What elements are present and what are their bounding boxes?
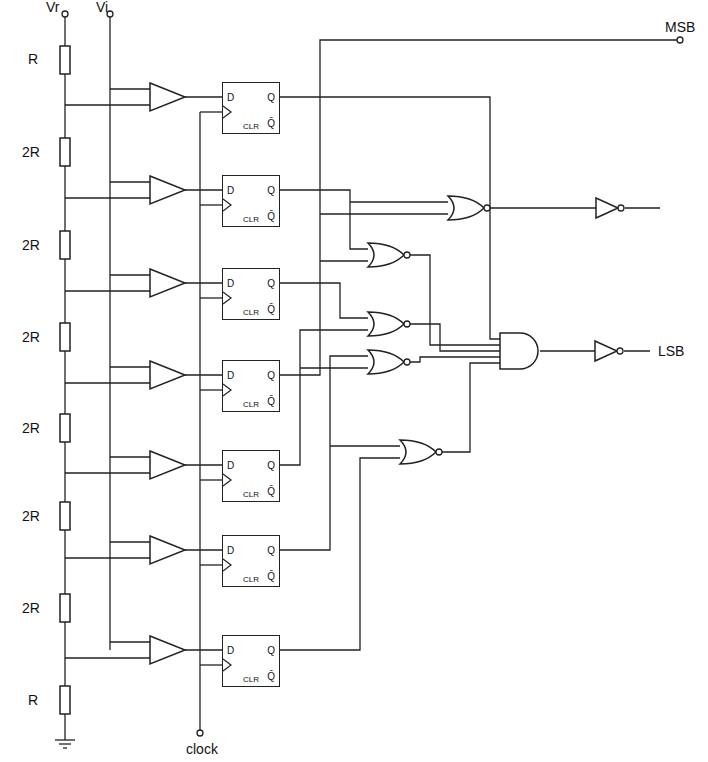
resistor-label: 2R bbox=[22, 330, 40, 344]
d-pin-label: D bbox=[227, 461, 234, 471]
qbar-pin-label: Q̄ bbox=[267, 487, 275, 497]
resistor-label: R bbox=[28, 52, 38, 66]
q-pin-label: Q bbox=[267, 371, 275, 381]
qbar-pin-label: Q̄ bbox=[267, 212, 275, 222]
clr-pin-label: CLR bbox=[243, 676, 259, 684]
resistor-label: 2R bbox=[22, 509, 40, 523]
clock-input-marker bbox=[223, 198, 233, 212]
q-pin-label: Q bbox=[267, 93, 275, 103]
q-pin-label: Q bbox=[267, 646, 275, 656]
signal-label: clock bbox=[186, 742, 218, 756]
resistor-label: 2R bbox=[22, 145, 40, 159]
d-pin-label: D bbox=[227, 371, 234, 381]
clr-pin-label: CLR bbox=[243, 401, 259, 409]
q-pin-label: Q bbox=[267, 461, 275, 471]
clr-pin-label: CLR bbox=[243, 216, 259, 224]
q-pin-label: Q bbox=[267, 186, 275, 196]
d-pin-label: D bbox=[227, 93, 234, 103]
clock-input-marker bbox=[223, 558, 233, 572]
clock-input-marker bbox=[223, 658, 233, 672]
q-pin-label: Q bbox=[267, 546, 275, 556]
d-flip-flop: D Q Q̄ CLR bbox=[222, 635, 280, 687]
d-flip-flop: D Q Q̄ CLR bbox=[222, 535, 280, 587]
clr-pin-label: CLR bbox=[243, 123, 259, 131]
clock-input-marker bbox=[223, 383, 233, 397]
d-pin-label: D bbox=[227, 186, 234, 196]
signal-label: LSB bbox=[658, 344, 684, 358]
clock-input-marker bbox=[223, 291, 233, 305]
d-pin-label: D bbox=[227, 279, 234, 289]
d-pin-label: D bbox=[227, 546, 234, 556]
resistor-label: 2R bbox=[22, 421, 40, 435]
d-flip-flop: D Q Q̄ CLR bbox=[222, 450, 280, 502]
qbar-pin-label: Q̄ bbox=[267, 119, 275, 129]
d-flip-flop: D Q Q̄ CLR bbox=[222, 82, 280, 134]
d-flip-flop: D Q Q̄ CLR bbox=[222, 360, 280, 412]
qbar-pin-label: Q̄ bbox=[267, 397, 275, 407]
resistor-label: R bbox=[28, 693, 38, 707]
clr-pin-label: CLR bbox=[243, 491, 259, 499]
signal-label: MSB bbox=[665, 20, 695, 34]
q-pin-label: Q bbox=[267, 279, 275, 289]
clock-input-marker bbox=[223, 473, 233, 487]
d-flip-flop: D Q Q̄ CLR bbox=[222, 268, 280, 320]
clr-pin-label: CLR bbox=[243, 576, 259, 584]
qbar-pin-label: Q̄ bbox=[267, 672, 275, 682]
d-flip-flop: D Q Q̄ CLR bbox=[222, 175, 280, 227]
qbar-pin-label: Q̄ bbox=[267, 305, 275, 315]
resistor-label: 2R bbox=[22, 601, 40, 615]
clock-input-marker bbox=[223, 105, 233, 119]
d-pin-label: D bbox=[227, 646, 234, 656]
terminal-label: Vr bbox=[46, 0, 59, 14]
qbar-pin-label: Q̄ bbox=[267, 572, 275, 582]
resistor-label: 2R bbox=[22, 238, 40, 252]
terminal-label: Vi bbox=[96, 0, 108, 14]
clr-pin-label: CLR bbox=[243, 309, 259, 317]
